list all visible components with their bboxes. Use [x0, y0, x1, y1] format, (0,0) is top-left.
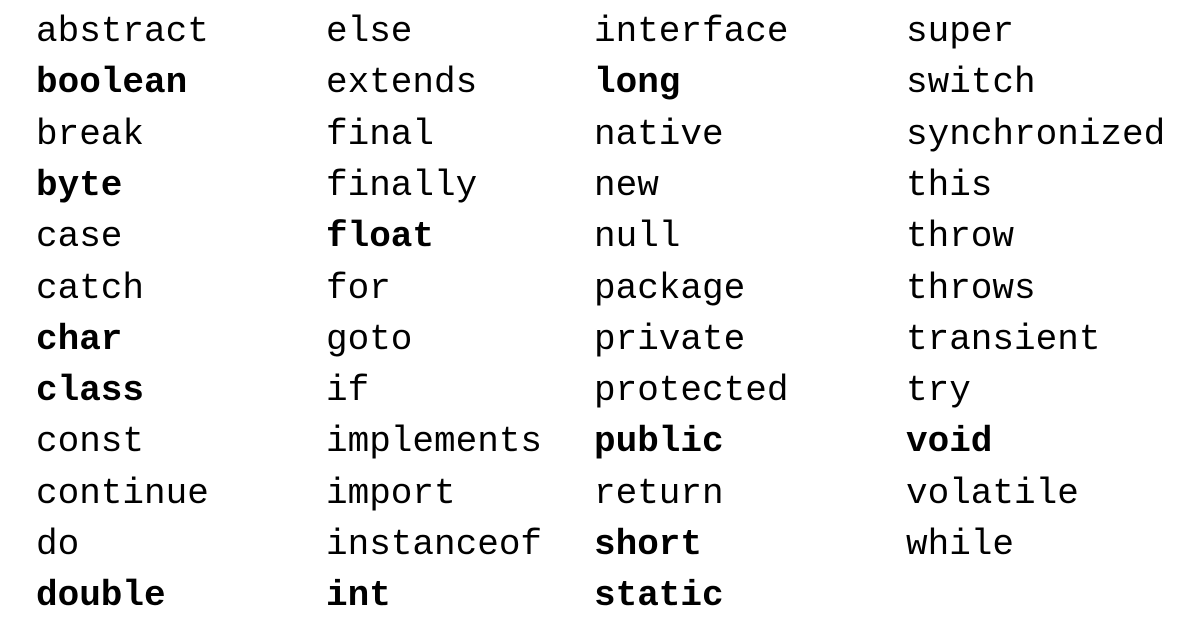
keyword-new: new	[594, 164, 659, 206]
keyword-continue: continue	[36, 472, 209, 514]
keyword-if: if	[326, 370, 370, 412]
keyword-throw: throw	[906, 216, 1015, 258]
keyword-finally: finally	[326, 164, 478, 206]
keyword-package: package	[594, 267, 746, 309]
keyword-native: native	[594, 113, 724, 155]
keyword-volatile: volatile	[906, 472, 1079, 514]
keyword-instanceof: instanceof	[326, 524, 543, 565]
keyword-return: return	[594, 472, 724, 514]
keyword-for: for	[326, 267, 391, 309]
keyword-implements: implements	[326, 421, 543, 463]
keyword-goto: goto	[326, 318, 413, 360]
keyword-protected: protected	[594, 370, 789, 412]
keyword-break: break	[36, 113, 145, 155]
keyword-interface: interface	[594, 11, 789, 52]
keyword-class: class	[36, 370, 145, 412]
keyword-long: long	[594, 62, 681, 104]
keyword-throws: throws	[906, 267, 1036, 309]
keyword-public: public	[594, 421, 724, 463]
keyword-synchronized: synchronized	[906, 113, 1166, 155]
keyword-int: int	[326, 575, 391, 617]
keyword-catch: catch	[36, 267, 145, 309]
keyword-super: super	[906, 11, 1015, 52]
keyword-char: char	[36, 318, 123, 360]
keyword-abstract: abstract	[36, 11, 209, 52]
keyword-static: static	[594, 575, 724, 617]
keyword-while: while	[906, 524, 1015, 565]
keyword-transient: transient	[906, 318, 1101, 360]
keyword-else: else	[326, 11, 413, 52]
keyword-void: void	[906, 421, 993, 463]
keyword-case: case	[36, 216, 123, 258]
keyword-private: private	[594, 318, 746, 360]
keyword-this: this	[906, 164, 993, 206]
keyword-short: short	[594, 524, 703, 565]
keyword-import: import	[326, 472, 456, 514]
keyword-extends: extends	[326, 62, 478, 104]
keyword-switch: switch	[906, 62, 1036, 104]
keyword-const: const	[36, 421, 145, 463]
keyword-float: float	[326, 216, 435, 258]
keyword-double: double	[36, 575, 166, 617]
keyword-final: final	[326, 113, 435, 155]
keyword-byte: byte	[36, 164, 123, 206]
keyword-null: null	[594, 216, 681, 258]
keyword-try: try	[906, 370, 971, 412]
keyword-do: do	[36, 524, 80, 565]
keyword-boolean: boolean	[36, 62, 188, 104]
